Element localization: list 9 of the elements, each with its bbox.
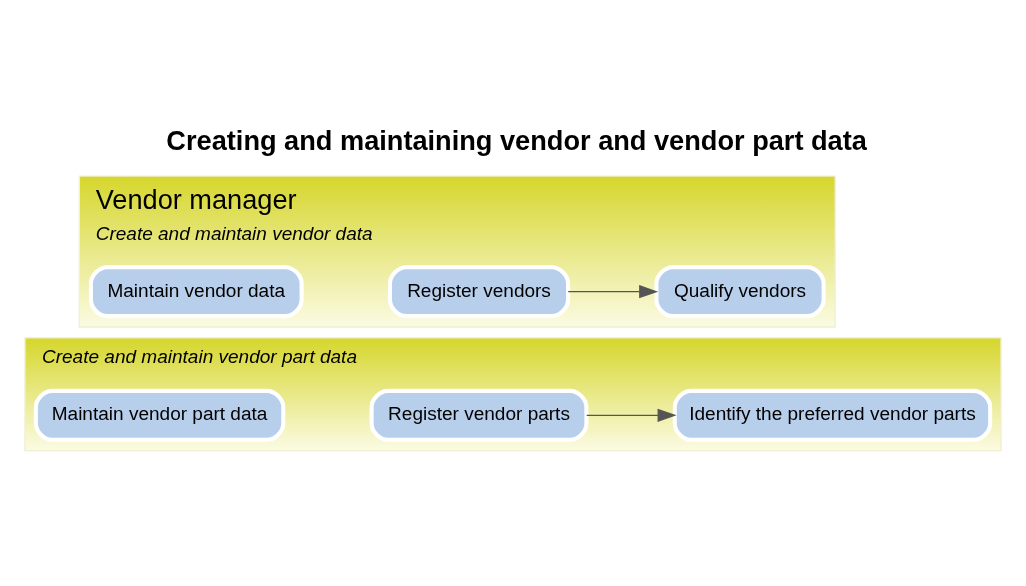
arrow [586, 408, 677, 422]
node-box: Register vendor parts [369, 388, 589, 442]
diagram-title: Creating and maintaining vendor and vendor part data [166, 125, 867, 157]
node-box: Maintain vendor data [88, 265, 304, 319]
node-box: Identify the preferred vendor parts [672, 388, 993, 442]
node-box: Register vendors [387, 265, 571, 319]
node-box: Maintain vendor part data [33, 388, 286, 442]
node-box: Qualify vendors [654, 265, 826, 319]
arrow [567, 284, 659, 299]
